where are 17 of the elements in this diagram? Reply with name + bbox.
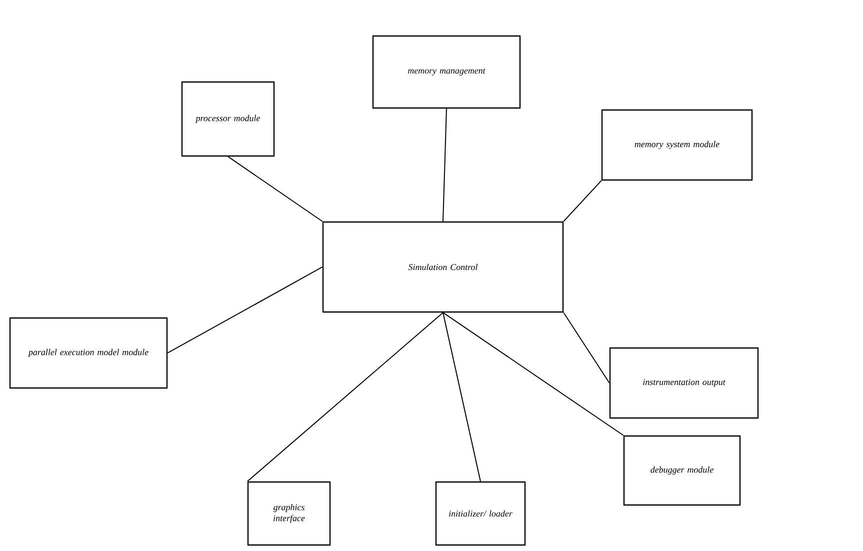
control-box: Simulation Control [322,221,564,313]
module-box: processor module [181,81,275,157]
connector-line [442,108,447,222]
connector-line [246,312,444,482]
module-box: instrumentation output [609,347,759,419]
connector-line [442,312,481,482]
connector-line [563,180,602,222]
connector-line [167,266,323,354]
module-box: memory system module [601,109,753,181]
module-box: parallel execution model module [9,317,168,389]
module-box: initializer/ loader [435,481,526,546]
connector-line [228,156,323,222]
module-box: memory management [372,35,521,109]
connector-line [442,312,624,436]
module-box: debugger module [623,435,741,506]
connector-line [563,312,610,384]
module-box: graphics interface [247,481,331,546]
